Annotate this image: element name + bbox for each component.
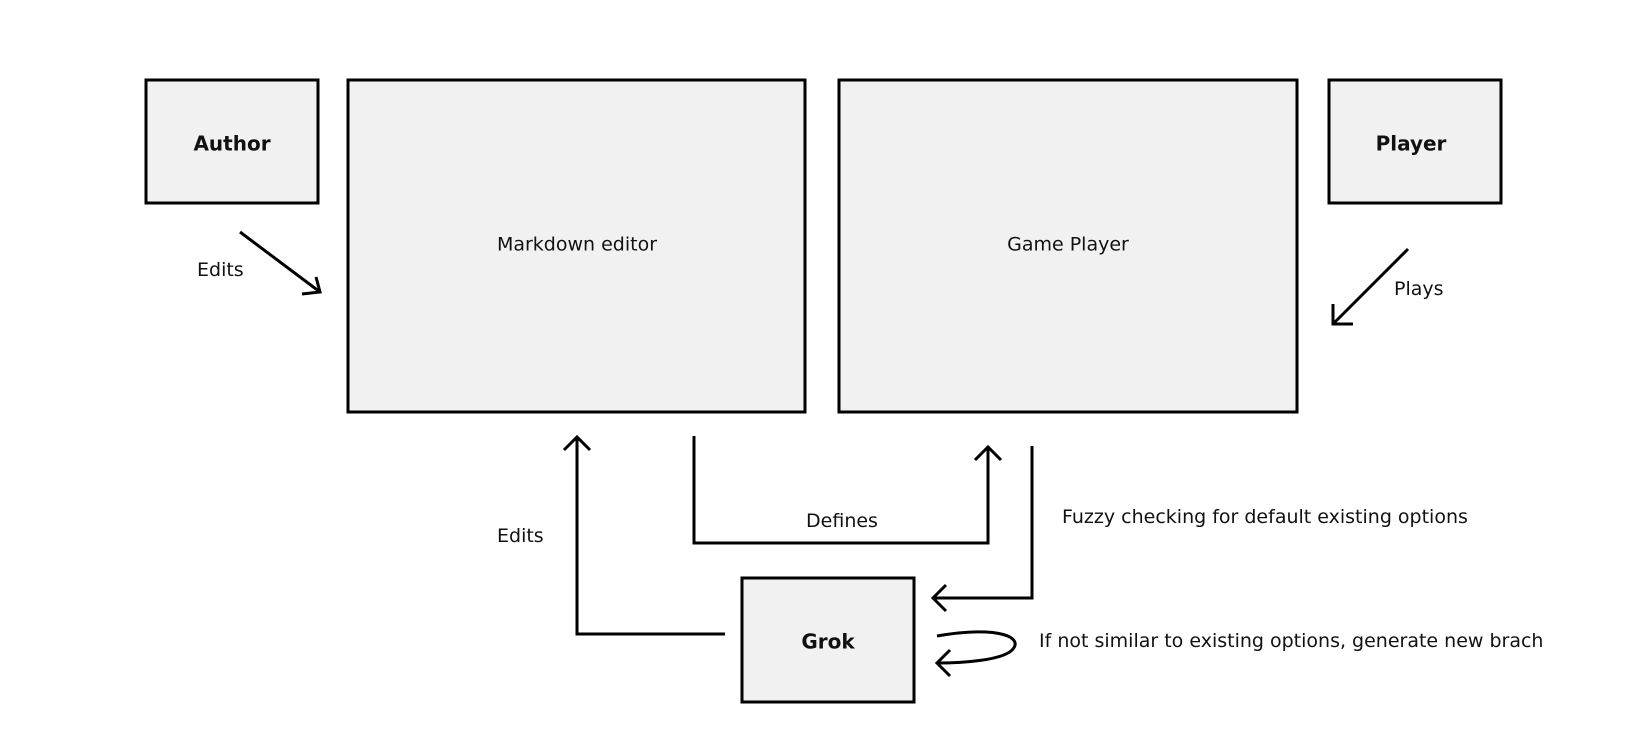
fuzzy-check-arrow <box>930 446 1034 613</box>
markdown-editor-box <box>346 78 807 414</box>
author-edits-arrow <box>239 230 322 296</box>
editor-defines-arrow <box>692 436 1003 545</box>
grok-box <box>740 576 916 704</box>
author-box <box>144 78 320 205</box>
player-plays-label: Plays <box>1394 278 1444 300</box>
game-player-label: Game Player <box>1007 234 1129 256</box>
player-plays-arrow <box>1331 247 1410 326</box>
fuzzy-check-line <box>933 446 1034 600</box>
markdown-editor-label: Markdown editor <box>497 234 657 256</box>
author-node[interactable]: Author <box>144 78 320 205</box>
game-player-node[interactable]: Game Player <box>837 78 1299 414</box>
grok-label: Grok <box>801 630 855 654</box>
author-edits-arrowhead <box>301 276 322 296</box>
player-node[interactable]: Player <box>1327 78 1503 205</box>
player-plays-arrowhead <box>1331 304 1353 326</box>
author-edits-line <box>239 230 321 294</box>
fuzzy-check-label: Fuzzy checking for default existing opti… <box>1062 506 1468 528</box>
grok-loop-line <box>936 630 1017 665</box>
grok-edits-arrowhead <box>562 434 592 452</box>
game-player-box <box>837 78 1299 414</box>
grok-edits-arrow <box>562 434 725 636</box>
player-label: Player <box>1376 132 1447 156</box>
editor-defines-label: Defines <box>806 510 878 532</box>
author-edits-label: Edits <box>197 259 244 281</box>
editor-defines-arrowhead <box>973 444 1003 462</box>
fuzzy-check-arrowhead <box>930 583 948 613</box>
generate-branch-label: If not similar to existing options, gene… <box>1039 630 1543 652</box>
markdown-editor-node[interactable]: Markdown editor <box>346 78 807 414</box>
editor-defines-line <box>692 436 990 545</box>
grok-edits-line <box>575 437 725 636</box>
player-plays-line <box>1331 247 1410 326</box>
player-box <box>1327 78 1503 205</box>
grok-node[interactable]: Grok <box>740 576 916 704</box>
author-label: Author <box>193 132 270 156</box>
grok-loop-arrow <box>934 630 1017 678</box>
grok-loop-arrowhead <box>934 648 952 678</box>
grok-edits-label: Edits <box>497 525 544 547</box>
